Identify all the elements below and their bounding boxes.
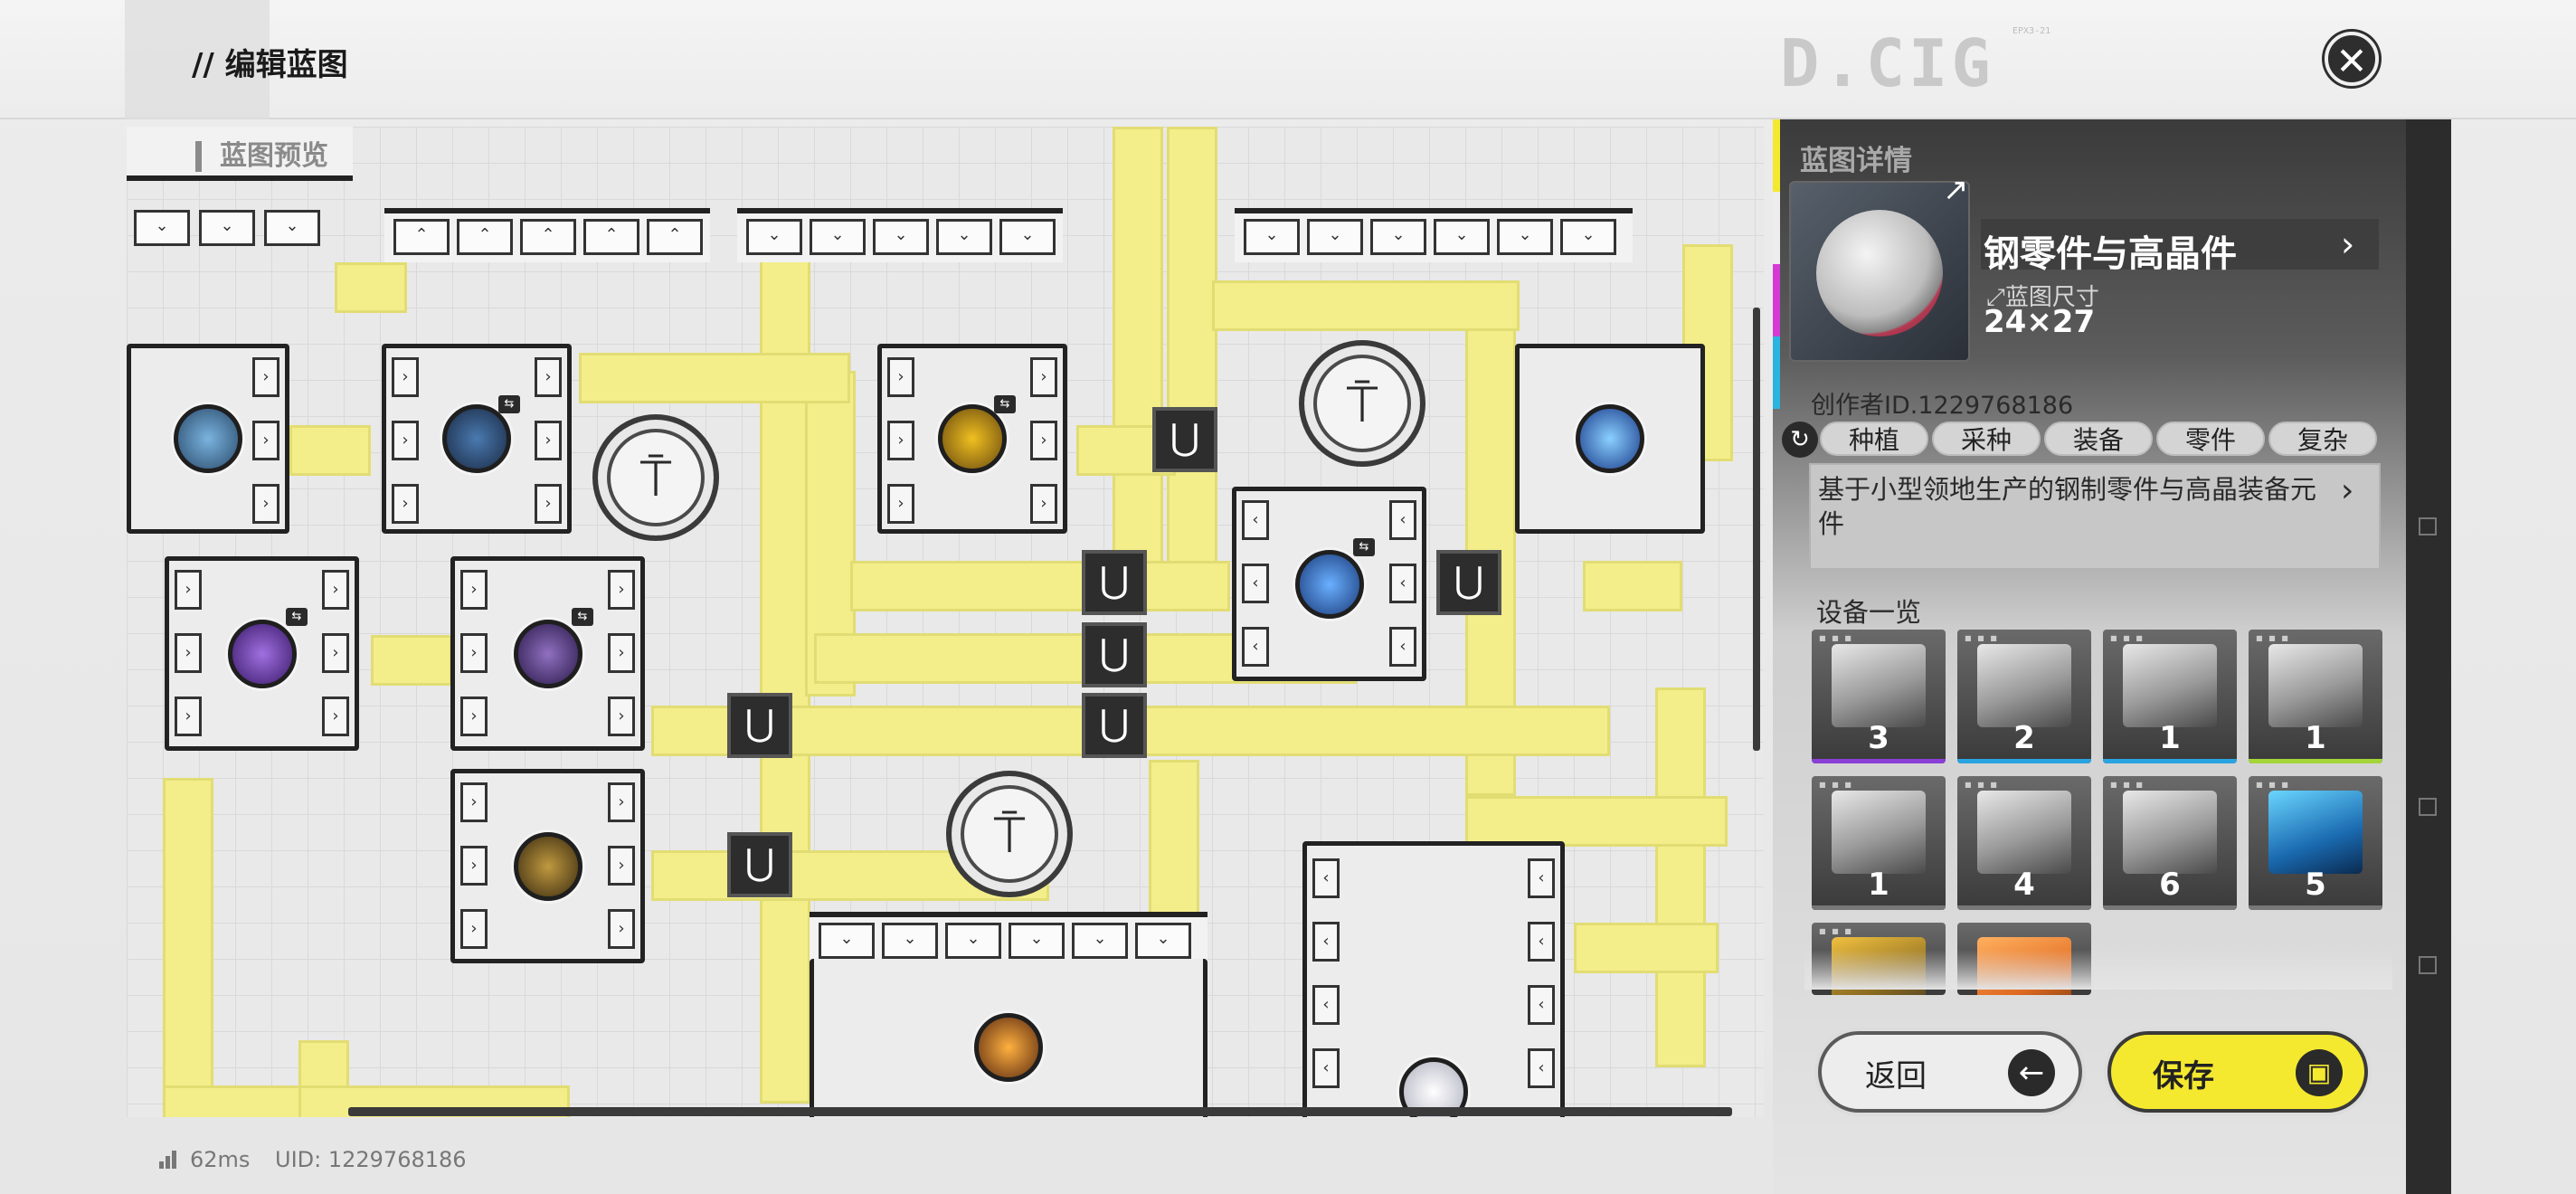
equipment-card[interactable]: ■ ■ ■2: [1957, 630, 2091, 763]
rail-marker-icon: [2419, 798, 2437, 816]
rail-marker-icon: [2419, 517, 2437, 535]
ping-readout: 62ms: [190, 1147, 251, 1172]
refresh-tags-icon[interactable]: ↻: [1782, 422, 1818, 458]
antenna-icon: ⍑: [993, 803, 1026, 865]
power-pylon[interactable]: ⍑: [946, 771, 1073, 897]
machine-strip: ⌄⌄⌄⌄⌄⌄: [810, 912, 1208, 966]
conveyor-belt: [1212, 280, 1520, 331]
equipment-card[interactable]: ■ ■ ■4: [1957, 776, 2091, 910]
tag-chip[interactable]: 种植: [1820, 422, 1928, 456]
save-icon: ▣: [2296, 1049, 2343, 1096]
close-button[interactable]: ✕: [2325, 32, 2379, 86]
horizontal-scrollbar[interactable]: [348, 1107, 1732, 1116]
chevron-right-icon[interactable]: ›: [2341, 224, 2355, 264]
antenna-icon: ⍑: [1346, 373, 1378, 434]
equipment-card[interactable]: ■ ■ ■3: [1812, 630, 1946, 763]
blueprint-thumbnail: [1789, 181, 1970, 362]
conveyor-belt: [579, 353, 850, 403]
blueprint-size-label: ⤢蓝图尺寸: [1986, 284, 2099, 311]
equipment-card[interactable]: ■ ■ ■1: [2249, 630, 2382, 763]
blueprint-size-value: 24×27: [1984, 304, 2096, 340]
machine[interactable]: ››› ›››: [450, 769, 645, 963]
description-field[interactable]: [1809, 463, 2381, 570]
machine-strip: ⌄⌄⌄⌄⌄: [737, 208, 1063, 262]
conveyor-belt: [1655, 687, 1706, 1067]
conveyor-belt: [1574, 923, 1719, 973]
close-icon: ✕: [2335, 39, 2368, 83]
conveyor-belt: [850, 561, 1230, 611]
back-button-label: 返回: [1865, 1058, 1927, 1094]
conveyor-belt: [335, 262, 407, 313]
belt-junction[interactable]: ⋃: [727, 832, 792, 897]
tag-chip[interactable]: 零件: [2156, 422, 2265, 456]
machine-strip: ⌄⌄⌄⌄⌄⌄: [1235, 208, 1633, 262]
brand-tag: EPX3-21: [2012, 26, 2051, 36]
equipment-card[interactable]: ■ ■ ■6: [2103, 776, 2237, 910]
conveyor-belt: [163, 778, 213, 1117]
belt-junction[interactable]: ⋃: [1152, 407, 1217, 472]
belt-junction[interactable]: ⋃: [727, 693, 792, 758]
chevron-right-icon[interactable]: ›: [2341, 472, 2354, 509]
machine[interactable]: ››› ››› ⇆: [877, 344, 1067, 534]
tag-chip[interactable]: 采种: [1932, 422, 2041, 456]
page-title: // 编辑蓝图: [192, 47, 348, 83]
equipment-list-label: 设备一览: [1816, 597, 1922, 628]
conveyor-belt: [1583, 561, 1682, 611]
panel-edge-rail: [2406, 119, 2451, 1194]
power-pylon[interactable]: ⍑: [592, 414, 719, 541]
machine[interactable]: ›››: [127, 344, 289, 534]
equipment-card[interactable]: ■ ■ ■1: [1812, 776, 1946, 910]
disc-icon: [1816, 210, 1943, 336]
machine[interactable]: ››› ››› ⇆: [165, 556, 359, 751]
preview-section-label: 蓝图预览: [195, 141, 328, 172]
user-uid: UID: 1229768186: [275, 1147, 467, 1172]
blueprint-name: 钢零件与高晶件: [1984, 233, 2237, 275]
machine[interactable]: [810, 959, 1208, 1117]
top-bar: [0, 0, 2576, 119]
tag-chip[interactable]: 复杂: [2268, 422, 2377, 456]
power-pylon[interactable]: ⍑: [1299, 340, 1425, 467]
arrow-left-icon: ←: [2008, 1049, 2055, 1096]
machine[interactable]: ››› ››› ⇆: [450, 556, 645, 751]
conveyor-belt: [1465, 796, 1728, 847]
machine[interactable]: ‹‹‹‹ ‹‹‹‹: [1302, 841, 1565, 1117]
belt-junction[interactable]: ⋃: [1082, 693, 1147, 758]
list-fade: [1804, 950, 2392, 990]
edit-icon[interactable]: ↗: [1943, 172, 1969, 208]
blueprint-name-field[interactable]: [1981, 219, 2379, 270]
details-section-label: 蓝图详情: [1800, 145, 1912, 177]
equipment-card[interactable]: ■ ■ ■1: [2103, 630, 2237, 763]
conveyor-belt: [1113, 127, 1163, 597]
machine-strip: ⌃⌃⌃⌃⌃: [384, 208, 710, 262]
color-strip: [1773, 119, 1780, 409]
machine[interactable]: [1515, 344, 1705, 534]
machine-strip: ⌄⌄⌄: [127, 127, 353, 246]
equipment-card[interactable]: ■ ■ ■5: [2249, 776, 2382, 910]
antenna-icon: ⍑: [639, 447, 672, 508]
conveyor-belt: [371, 635, 452, 686]
belt-junction[interactable]: ⋃: [1082, 622, 1147, 687]
conveyor-belt: [289, 425, 371, 476]
header-decoration: [125, 0, 270, 119]
author-id: 创作者ID.1229768186: [1811, 392, 2074, 420]
belt-junction[interactable]: ⋃: [1082, 550, 1147, 615]
blueprint-preview-canvas[interactable]: ⌄⌄⌄ ⌃⌃⌃⌃⌃ ⌄⌄⌄⌄⌄ ⌄⌄⌄⌄⌄⌄ ⌄⌄⌄⌄⌄⌄ ››› ››› ››…: [127, 127, 1764, 1117]
save-button-label: 保存: [2153, 1058, 2214, 1094]
machine[interactable]: ››› ››› ⇆: [382, 344, 572, 534]
machine[interactable]: ‹‹‹ ‹‹‹ ⇆: [1232, 487, 1426, 681]
tag-chip[interactable]: 装备: [2044, 422, 2153, 456]
brand-logo: D.CIG: [1780, 25, 1994, 101]
description-text: 基于小型领地生产的钢制零件与高晶装备元件: [1818, 474, 2317, 539]
vertical-scrollbar[interactable]: [1753, 308, 1760, 751]
belt-junction[interactable]: ⋃: [1436, 550, 1501, 615]
rail-marker-icon: [2419, 956, 2437, 974]
conveyor-belt: [1167, 127, 1217, 597]
resize-icon: ⤢: [1986, 284, 2005, 311]
signal-icon: [159, 1149, 181, 1169]
